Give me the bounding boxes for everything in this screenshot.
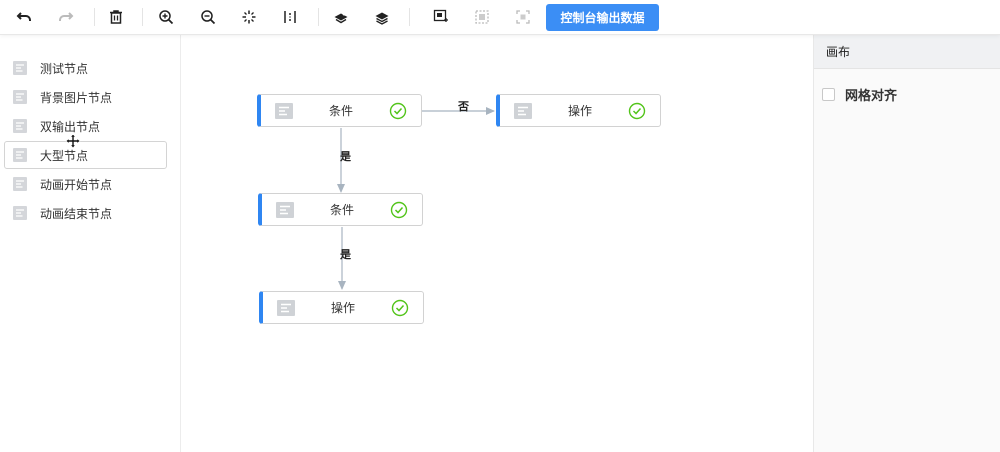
flow-node-condition-1[interactable]: 条件 bbox=[257, 94, 422, 127]
palette-item-animation-end-node[interactable]: 动画结束节点 bbox=[4, 199, 167, 227]
grid-align-option[interactable]: 网格对齐 bbox=[822, 85, 897, 104]
palette-item-large-node[interactable]: 大型节点 bbox=[4, 141, 167, 169]
node-type-icon bbox=[13, 177, 27, 191]
palette-item-label: 大型节点 bbox=[40, 148, 89, 163]
edge-label-no: 否 bbox=[458, 100, 469, 113]
ungroup-icon[interactable] bbox=[511, 6, 535, 28]
palette-item-label: 动画结束节点 bbox=[40, 206, 113, 221]
actual-size-icon[interactable] bbox=[278, 6, 302, 28]
front-layer-icon[interactable] bbox=[370, 6, 394, 28]
node-type-icon bbox=[276, 202, 294, 218]
node-label: 操作 bbox=[567, 104, 592, 118]
node-type-icon bbox=[13, 119, 27, 133]
grid-align-checkbox[interactable] bbox=[822, 88, 835, 101]
check-circle-icon bbox=[391, 299, 409, 317]
palette-item-test-node[interactable]: 测试节点 bbox=[4, 54, 167, 82]
node-type-icon bbox=[277, 300, 295, 316]
flow-node-condition-2[interactable]: 条件 bbox=[258, 193, 423, 226]
multi-select-icon[interactable] bbox=[429, 6, 453, 28]
palette-item-label: 双输出节点 bbox=[40, 119, 101, 134]
fit-view-icon[interactable] bbox=[237, 6, 261, 28]
flow-canvas[interactable]: 否 是 是 条件 操作 条件 操作 bbox=[182, 35, 812, 452]
delete-icon[interactable] bbox=[104, 6, 128, 28]
toolbar-divider bbox=[94, 8, 95, 26]
node-label: 条件 bbox=[329, 203, 354, 217]
console-output-button[interactable]: 控制台输出数据 bbox=[546, 4, 659, 31]
node-palette: 测试节点 背景图片节点 双输出节点 大型节点 动画开始节点 动画结束节点 bbox=[0, 35, 181, 452]
move-cursor-icon bbox=[65, 133, 81, 149]
node-type-icon bbox=[13, 90, 27, 104]
toolbar: 控制台输出数据 bbox=[0, 0, 1000, 35]
edges-layer bbox=[337, 107, 495, 290]
node-type-icon bbox=[13, 148, 27, 162]
group-icon[interactable] bbox=[470, 6, 494, 28]
flow-node-action-2[interactable]: 操作 bbox=[259, 291, 424, 324]
edge-label-yes: 是 bbox=[340, 248, 351, 261]
properties-panel: 画布 网格对齐 bbox=[813, 35, 1000, 452]
palette-item-label: 测试节点 bbox=[40, 61, 89, 76]
grid-align-label: 网格对齐 bbox=[845, 89, 898, 104]
edge-label-yes: 是 bbox=[340, 150, 351, 163]
check-circle-icon bbox=[389, 102, 407, 120]
zoom-out-icon[interactable] bbox=[196, 6, 220, 28]
node-type-icon bbox=[514, 103, 532, 119]
node-label: 操作 bbox=[330, 301, 355, 315]
palette-item-dual-output-node[interactable]: 双输出节点 bbox=[4, 112, 167, 140]
back-layer-icon[interactable] bbox=[329, 6, 353, 28]
palette-item-background-image-node[interactable]: 背景图片节点 bbox=[4, 83, 167, 111]
toolbar-divider bbox=[142, 8, 143, 26]
node-label: 条件 bbox=[328, 104, 353, 118]
palette-item-label: 动画开始节点 bbox=[40, 177, 113, 192]
palette-item-animation-start-node[interactable]: 动画开始节点 bbox=[4, 170, 167, 198]
redo-icon[interactable] bbox=[54, 6, 78, 28]
palette-item-label: 背景图片节点 bbox=[40, 90, 113, 105]
zoom-in-icon[interactable] bbox=[154, 6, 178, 28]
flow-node-action-1[interactable]: 操作 bbox=[496, 94, 661, 127]
undo-icon[interactable] bbox=[12, 6, 36, 28]
check-circle-icon bbox=[390, 201, 408, 219]
toolbar-divider bbox=[318, 8, 319, 26]
panel-header: 画布 bbox=[814, 35, 1000, 69]
node-type-icon bbox=[275, 103, 293, 119]
check-circle-icon bbox=[628, 102, 646, 120]
node-type-icon bbox=[13, 61, 27, 75]
node-type-icon bbox=[13, 206, 27, 220]
toolbar-divider bbox=[409, 8, 410, 26]
